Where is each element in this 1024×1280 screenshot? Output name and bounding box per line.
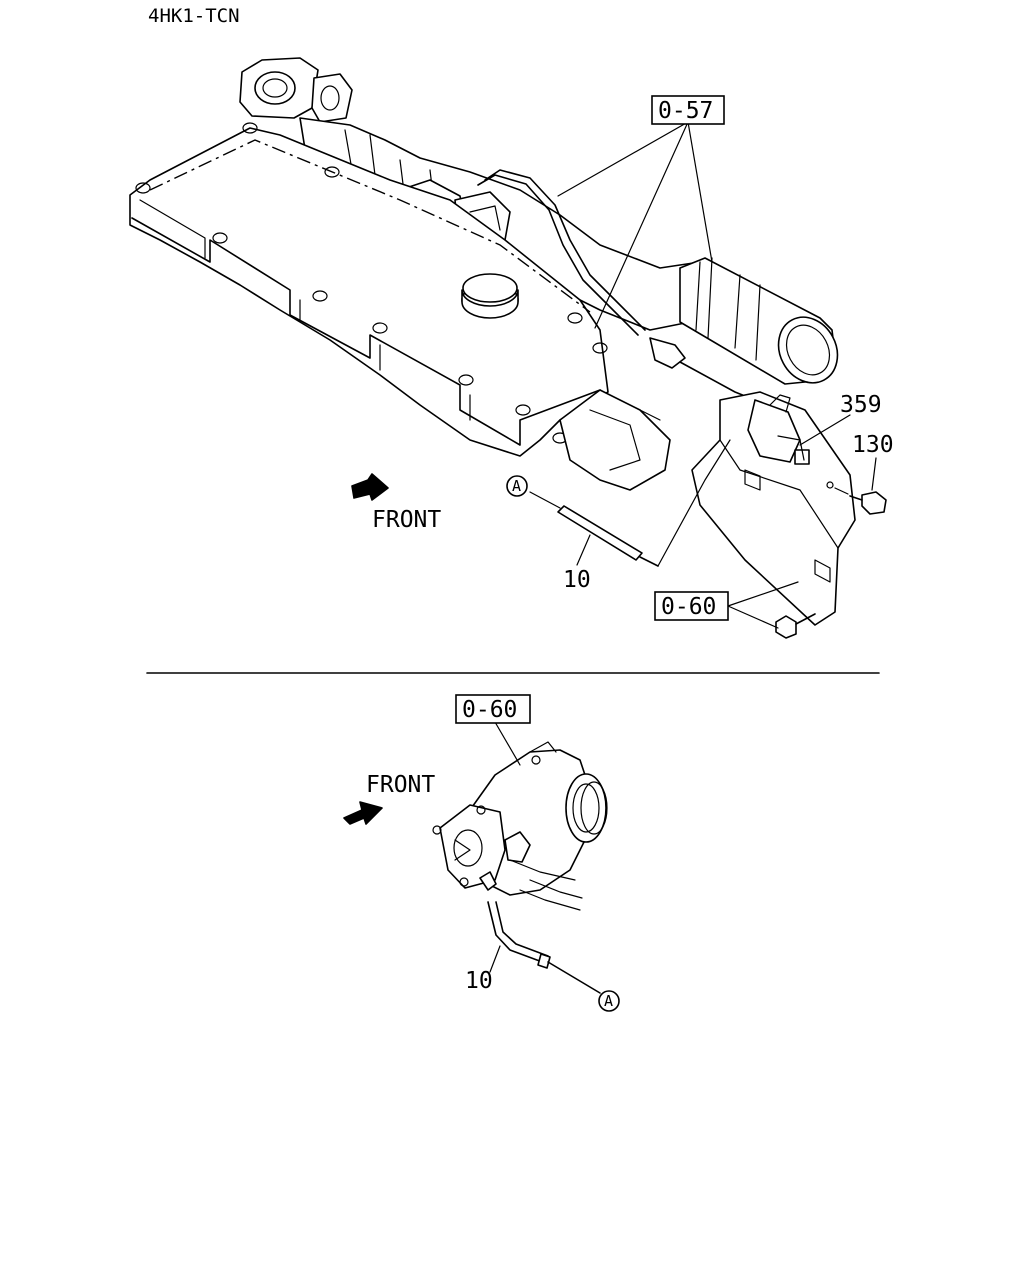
part-359: 359: [840, 392, 882, 418]
connector-a-upper: A: [512, 477, 521, 495]
intake-duct: [679, 257, 839, 385]
front-arrow-upper: [351, 473, 389, 501]
engine-head-assembly: [129, 57, 701, 491]
ref-0-60-upper: 0-60: [661, 594, 716, 620]
bolt-130: [834, 487, 887, 515]
connector-a-lower-circle: [598, 990, 620, 1012]
front-label-lower: FRONT: [366, 772, 435, 798]
front-label-upper: FRONT: [372, 507, 441, 533]
ref-0-60-lower: 0-60: [462, 697, 517, 723]
hose-10-upper: [557, 505, 659, 567]
ref-box-0-57: [651, 95, 725, 125]
hose-10-lower: [487, 901, 601, 994]
vacuum-line-upper: [477, 169, 761, 403]
model-title: 4HK1-TCN: [148, 5, 240, 27]
generator-assembly: [432, 741, 608, 911]
leader-lines-upper: [529, 121, 877, 629]
part-130: 130: [852, 432, 894, 458]
connector-a-lower: A: [604, 992, 613, 1010]
bolt-0-60-upper: [775, 613, 816, 639]
connector-a-upper-circle: [506, 475, 528, 497]
ref-0-57: 0-57: [658, 98, 713, 124]
bracket-359: [691, 391, 856, 626]
front-arrow-lower: [343, 801, 383, 825]
part-10-lower: 10: [465, 968, 493, 994]
leader-lines-lower: [489, 721, 521, 973]
ref-box-0-60-lower: [455, 694, 531, 724]
part-10-upper: 10: [563, 567, 591, 593]
ref-box-0-60-upper: [654, 591, 729, 621]
